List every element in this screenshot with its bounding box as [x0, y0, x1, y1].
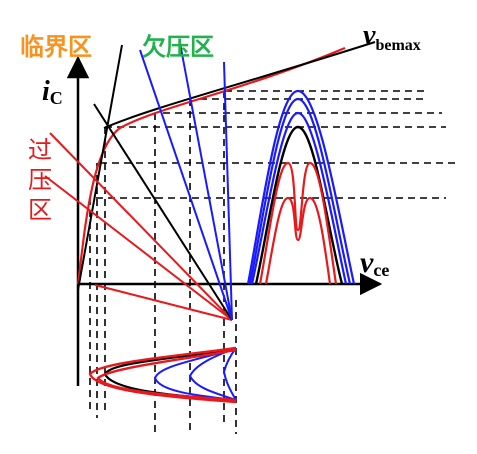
dashed-horizontal-lines — [96, 90, 456, 199]
over-voltage-label-1: 过 — [28, 137, 52, 164]
vbemax-label: vbemax — [363, 20, 421, 54]
red-input-waves — [88, 346, 237, 404]
blue-input-waves — [153, 347, 237, 401]
under-voltage-region-label: 欠压区 — [142, 33, 214, 61]
y-axis-label: iC — [42, 76, 63, 108]
black-pulse — [254, 125, 344, 285]
vbemax-curve — [103, 41, 376, 129]
blue-pulses — [246, 89, 356, 285]
blue-load-lines — [139, 42, 233, 321]
black-load-line — [93, 103, 233, 321]
red-pulses — [258, 161, 338, 285]
red-load-lines — [44, 132, 233, 321]
dashed-vertical-lines — [89, 91, 237, 434]
x-axis-label: vce — [360, 246, 389, 280]
critical-region-label: 临界区 — [20, 33, 92, 61]
over-voltage-label-2: 压 — [28, 167, 52, 194]
over-voltage-label-3: 区 — [28, 197, 52, 224]
saturation-curve — [76, 46, 346, 285]
critical-line — [77, 44, 123, 291]
